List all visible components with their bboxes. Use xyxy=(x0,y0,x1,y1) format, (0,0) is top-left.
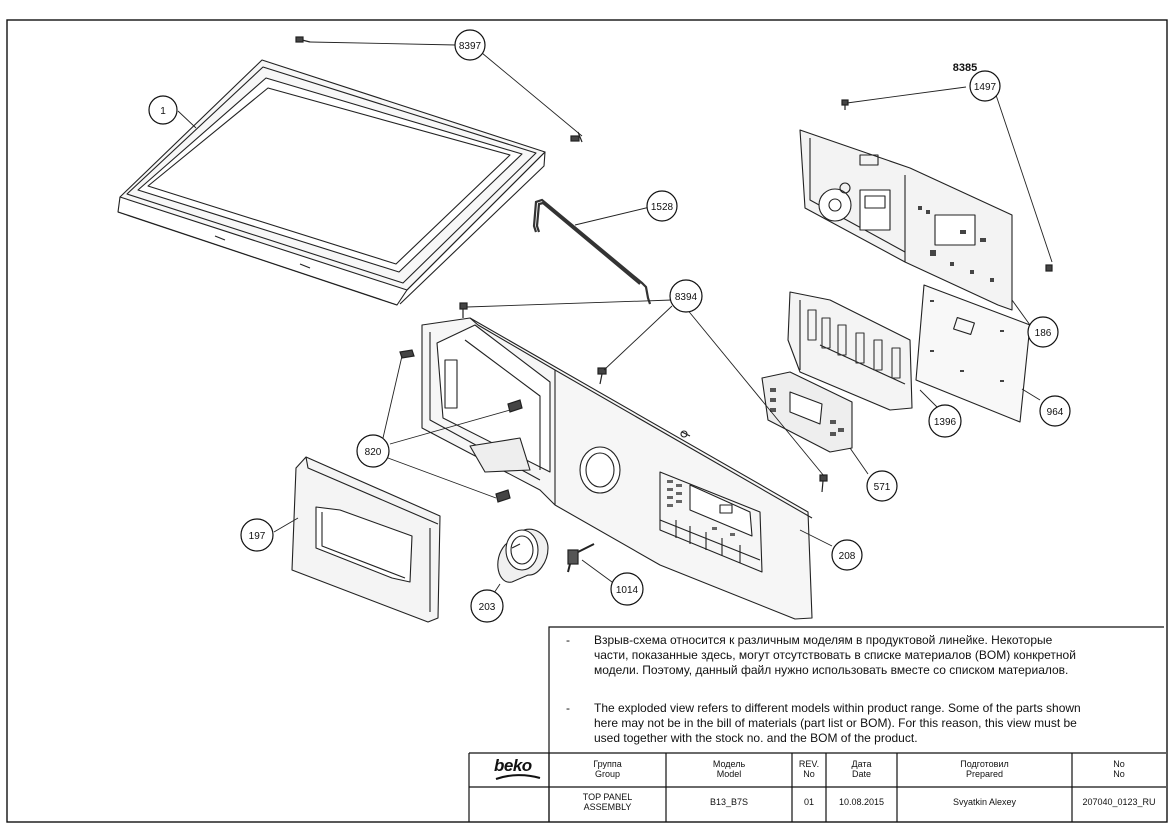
notes-and-title-block xyxy=(468,626,1166,822)
part-964-sheet xyxy=(915,284,1031,423)
screws-820 xyxy=(399,349,523,503)
part-top-lid xyxy=(117,59,546,306)
note-dash-en: - xyxy=(566,701,570,715)
callout-label: 8385 xyxy=(953,62,977,74)
part-571-display-lens xyxy=(761,371,853,453)
callout-1: 1 xyxy=(148,95,178,125)
callout-label: 571 xyxy=(874,482,891,493)
screws-8397 xyxy=(295,36,583,143)
callout-circle xyxy=(610,572,644,606)
callout-label: 8394 xyxy=(675,292,698,303)
callout-964: 964 xyxy=(1039,395,1071,427)
header-rev: REV.No xyxy=(798,759,820,779)
callout-1528: 1528 xyxy=(646,190,678,222)
callout-1396: 1396 xyxy=(928,404,962,438)
callout-8385: 8385 xyxy=(953,62,977,74)
callout-circle xyxy=(454,29,486,61)
callout-circle xyxy=(1039,395,1071,427)
callout-label: 8397 xyxy=(459,41,482,52)
callout-label: 186 xyxy=(1035,328,1052,339)
callout-circle xyxy=(240,518,274,552)
part-1014-pin xyxy=(567,543,595,573)
callout-label: 1396 xyxy=(934,417,957,428)
value-date: 10.08.2015 xyxy=(838,797,885,807)
callout-circle xyxy=(969,70,1001,102)
callout-circle xyxy=(928,404,962,438)
part-1396-button-holder xyxy=(787,291,913,411)
part-208-control-panel xyxy=(421,317,813,620)
callout-layer: 8397 1 8385 1497 1528 8394 186 964 1396 820 571 197… xyxy=(148,29,1071,623)
note-en-line-3: used together with the stock no. and the… xyxy=(594,731,918,745)
callout-label: 1528 xyxy=(651,202,674,213)
leader-lines xyxy=(177,41,1053,597)
callout-circle xyxy=(148,95,178,125)
beko-logo-swoosh xyxy=(495,774,541,780)
callout-186: 186 xyxy=(1027,316,1059,348)
callout-circle xyxy=(1027,316,1059,348)
callout-circle xyxy=(669,279,703,313)
callout-820: 820 xyxy=(356,434,390,468)
note-ru-line-3: модели. Поэтому, данный файл нужно испол… xyxy=(594,663,1069,677)
note-en-line-2: here may not be in the bill of materials… xyxy=(594,716,1077,730)
callout-label: 197 xyxy=(249,531,266,542)
callout-label: 820 xyxy=(365,447,382,458)
note-ru: Взрыв-схема относится к различным моделя… xyxy=(594,633,1159,678)
value-prepared: Svyatkin Alexey xyxy=(952,797,1017,807)
screws-8394 xyxy=(459,302,828,493)
beko-logo: beko xyxy=(494,756,532,775)
drawing-frame xyxy=(6,19,1168,823)
note-dash-ru: - xyxy=(566,633,570,647)
part-203-knob xyxy=(497,528,549,583)
callout-circle xyxy=(470,589,504,623)
callout-label: 964 xyxy=(1047,407,1064,418)
callout-203: 203 xyxy=(470,589,504,623)
note-ru-line-1: Взрыв-схема относится к различным моделя… xyxy=(594,633,1053,647)
note-en-line-1: The exploded view refers to different mo… xyxy=(594,701,1081,715)
callout-571: 571 xyxy=(866,470,898,502)
callout-8394: 8394 xyxy=(669,279,703,313)
callout-197: 197 xyxy=(240,518,274,552)
note-en: The exploded view refers to different mo… xyxy=(594,701,1159,746)
callout-label: 208 xyxy=(839,551,856,562)
part-pcb-frame xyxy=(799,129,1013,311)
callout-circle xyxy=(831,539,863,571)
value-rev: 01 xyxy=(803,797,814,807)
note-ru-line-2: части, показанные здесь, могут отсутство… xyxy=(594,648,1076,662)
value-model: B13_B7S xyxy=(709,797,749,807)
callout-circle xyxy=(356,434,390,468)
callout-label: 1014 xyxy=(616,585,639,596)
callout-label: 203 xyxy=(479,602,496,613)
callout-1014: 1014 xyxy=(610,572,644,606)
callout-8397: 8397 xyxy=(454,29,486,61)
part-1528-rod xyxy=(532,198,652,305)
callout-label: 1497 xyxy=(974,82,997,93)
callout-1497: 1497 xyxy=(969,70,1001,102)
callout-circle xyxy=(646,190,678,222)
callout-circle xyxy=(866,470,898,502)
value-no: 207040_0123_RU xyxy=(1082,797,1156,807)
part-197-drawer-front xyxy=(291,456,441,623)
callout-208: 208 xyxy=(831,539,863,571)
callout-label: 1 xyxy=(160,106,166,117)
